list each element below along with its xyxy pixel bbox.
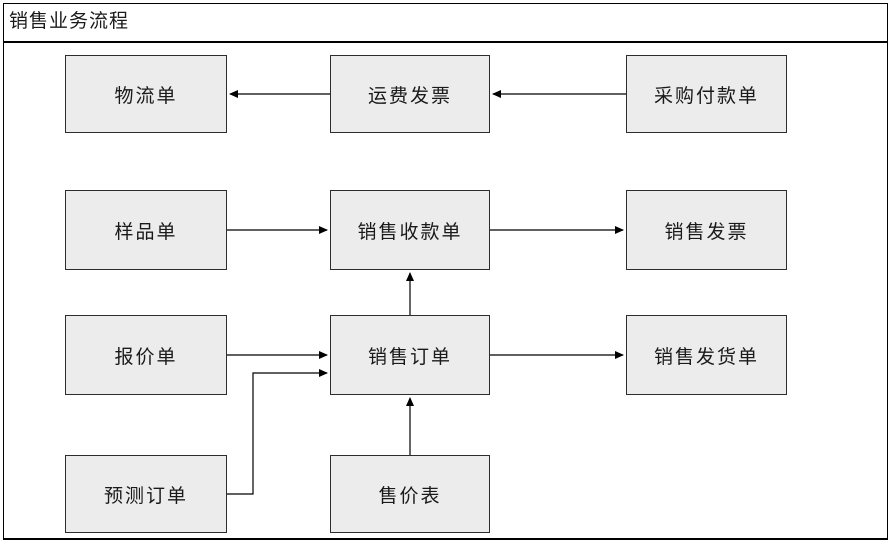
diagram-frame (3, 3, 888, 540)
diagram-title: 销售业务流程 (9, 11, 130, 32)
flow-node-label: 销售发票 (664, 221, 749, 243)
flow-node-label: 销售收款单 (357, 221, 463, 243)
flow-node-label: 采购付款单 (653, 85, 759, 107)
flow-node-sales-order: 销售订单 (330, 315, 490, 395)
flow-node-purchase-payment: 采购付款单 (626, 55, 787, 133)
flow-node-quotation: 报价单 (65, 315, 227, 395)
flow-node-label: 样品单 (114, 221, 178, 243)
flow-node-logistics-order: 物流单 (65, 55, 227, 133)
flow-node-sample-order: 样品单 (65, 190, 227, 270)
flow-node-label: 报价单 (114, 346, 178, 368)
flow-node-label: 销售发货单 (653, 346, 759, 368)
flow-node-sales-receipt: 销售收款单 (330, 190, 490, 270)
flow-node-freight-invoice: 运费发票 (330, 55, 490, 133)
diagram-title-bar: 销售业务流程 (3, 3, 888, 43)
flow-node-price-list: 售价表 (330, 455, 490, 533)
flow-node-sales-delivery: 销售发货单 (626, 315, 787, 395)
flow-node-sales-invoice: 销售发票 (626, 190, 787, 270)
flow-node-label: 售价表 (378, 485, 442, 507)
flow-node-label: 运费发票 (367, 85, 452, 107)
flow-node-label: 物流单 (114, 85, 178, 107)
flow-node-forecast-order: 预测订单 (65, 455, 227, 533)
flow-node-label: 销售订单 (367, 346, 452, 368)
flow-node-label: 预测订单 (103, 485, 188, 507)
